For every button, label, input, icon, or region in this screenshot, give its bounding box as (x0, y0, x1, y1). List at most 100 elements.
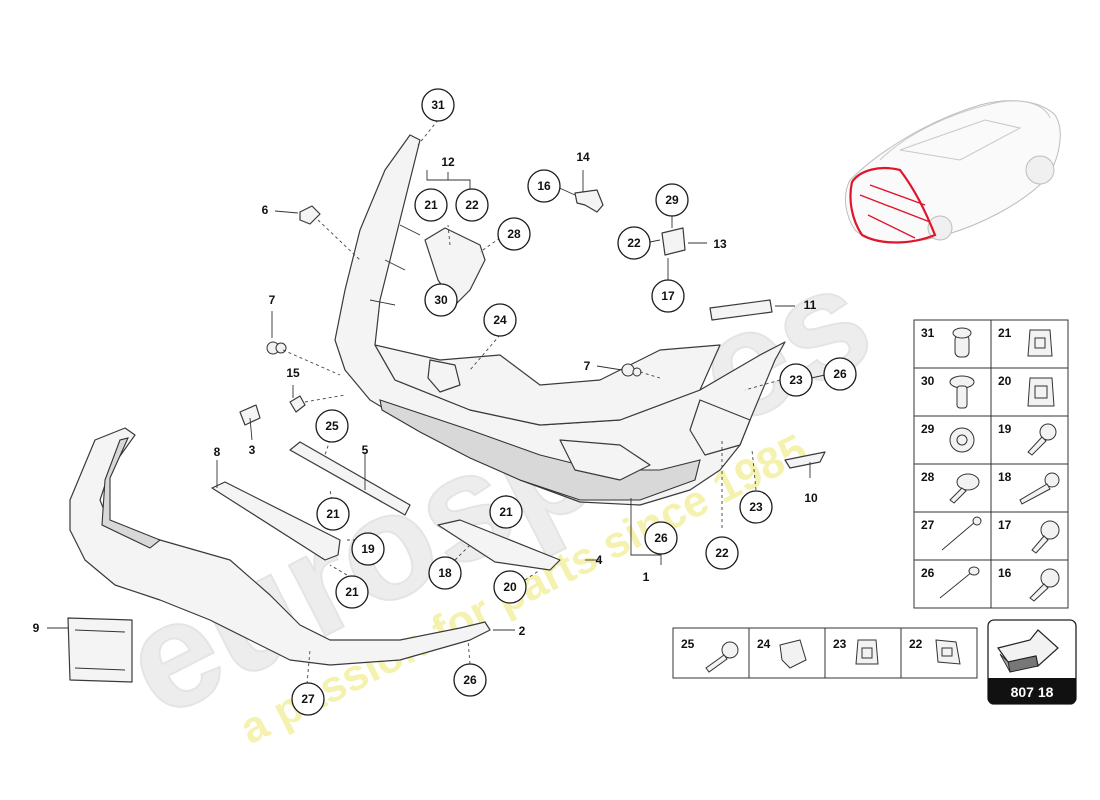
svg-text:17: 17 (661, 289, 675, 303)
table-cell-30: 30 (921, 374, 935, 388)
trim-part-10 (784, 451, 826, 469)
svg-text:21: 21 (424, 198, 438, 212)
bracket-part-13 (661, 227, 686, 256)
table-cell-19: 19 (998, 422, 1012, 436)
screw-icon (1029, 568, 1060, 602)
callout-22: 22 (705, 536, 739, 570)
nut-icon (949, 427, 975, 453)
clip-icon (855, 639, 879, 665)
callout-23: 23 (779, 363, 813, 397)
callout-28: 28 (497, 217, 531, 251)
svg-text:26: 26 (654, 531, 668, 545)
table-cell-18: 18 (998, 470, 1012, 484)
callout-16: 16 (527, 169, 561, 203)
svg-text:21: 21 (499, 505, 513, 519)
table-cell-23: 23 (833, 637, 847, 651)
callout-25: 25 (315, 409, 349, 443)
callout-26: 26 (453, 663, 487, 697)
push-rivet-icon (949, 375, 975, 409)
screw-icon (1031, 520, 1060, 554)
strip-part-8 (211, 481, 341, 561)
callout-21: 21 (316, 497, 350, 531)
table-cell-31: 31 (921, 326, 935, 340)
svg-text:23: 23 (789, 373, 803, 387)
callout-19: 19 (351, 532, 385, 566)
svg-text:21: 21 (345, 585, 359, 599)
label-9: 9 (33, 621, 40, 635)
svg-text:22: 22 (465, 198, 479, 212)
side-part-4 (437, 519, 561, 571)
callout-29: 29 (655, 183, 689, 217)
svg-text:27: 27 (301, 692, 315, 706)
svg-text:21: 21 (326, 507, 340, 521)
callout-31: 31 (421, 88, 455, 122)
svg-text:26: 26 (463, 673, 477, 687)
callouts: 31 21 22 28 16 29 22 17 30 24 25 21 19 2… (291, 88, 857, 716)
car-thumbnail (844, 100, 1061, 244)
callout-26: 26 (823, 357, 857, 391)
table-cell-17: 17 (998, 518, 1012, 532)
callout-17: 17 (651, 279, 685, 313)
svg-text:29: 29 (665, 193, 679, 207)
callout-21: 21 (335, 575, 369, 609)
svg-text:28: 28 (507, 227, 521, 241)
table-cell-20: 20 (998, 374, 1012, 388)
label-14: 14 (576, 150, 590, 164)
svg-text:22: 22 (627, 236, 641, 250)
bottom-fastener-table: 25 24 23 22 (672, 627, 978, 679)
clip-icon (779, 639, 807, 669)
clip-icon (1027, 377, 1055, 407)
svg-text:22: 22 (715, 546, 729, 560)
label-13: 13 (713, 237, 727, 251)
svg-text:26: 26 (833, 367, 847, 381)
table-cell-29: 29 (921, 422, 935, 436)
part-labels: 12 14 13 11 6 7 7 15 3 5 8 10 4 1 2 9 (33, 150, 818, 638)
callout-26: 26 (644, 521, 678, 555)
screw-icon (949, 473, 980, 504)
clip-icon (1027, 329, 1053, 357)
fastener-table: 31 21 30 20 29 19 28 18 27 17 26 16 (913, 319, 1069, 609)
table-cell-24: 24 (757, 637, 771, 651)
callout-21: 21 (489, 495, 523, 529)
label-5: 5 (362, 443, 369, 457)
bracket-part-14 (574, 189, 604, 213)
callout-18: 18 (428, 556, 462, 590)
svg-text:18: 18 (438, 566, 452, 580)
fastener-icons (939, 327, 1060, 602)
small-parts (239, 205, 642, 426)
table-cell-16: 16 (998, 566, 1012, 580)
callout-22: 22 (455, 188, 489, 222)
rivet-icon (941, 516, 982, 551)
label-1: 1 (643, 570, 650, 584)
label-3: 3 (249, 443, 256, 457)
svg-text:30: 30 (434, 293, 448, 307)
label-15: 15 (286, 366, 300, 380)
main-bumper-part (334, 134, 786, 506)
label-6: 6 (262, 203, 269, 217)
label-7: 7 (584, 359, 591, 373)
svg-text:20: 20 (503, 580, 517, 594)
svg-text:25: 25 (325, 419, 339, 433)
label-7: 7 (269, 293, 276, 307)
label-4: 4 (596, 553, 603, 567)
svg-text:16: 16 (537, 179, 551, 193)
clip-icon (935, 639, 961, 665)
trim-part-11 (709, 299, 773, 321)
callout-20: 20 (493, 570, 527, 604)
table-cell-27: 27 (921, 518, 935, 532)
svg-text:24: 24 (493, 313, 507, 327)
screw-icon (1019, 472, 1060, 505)
table-cell-26: 26 (921, 566, 935, 580)
table-cell-28: 28 (921, 470, 935, 484)
table-cell-25: 25 (681, 637, 695, 651)
label-2: 2 (519, 624, 526, 638)
svg-text:23: 23 (749, 500, 763, 514)
license-plate-holder-part (67, 617, 133, 683)
callout-22: 22 (617, 226, 651, 260)
strip-part-5 (289, 441, 411, 516)
callout-27: 27 (291, 682, 325, 716)
label-10: 10 (804, 491, 818, 505)
plug-icon (952, 327, 972, 358)
table-cell-21: 21 (998, 326, 1012, 340)
